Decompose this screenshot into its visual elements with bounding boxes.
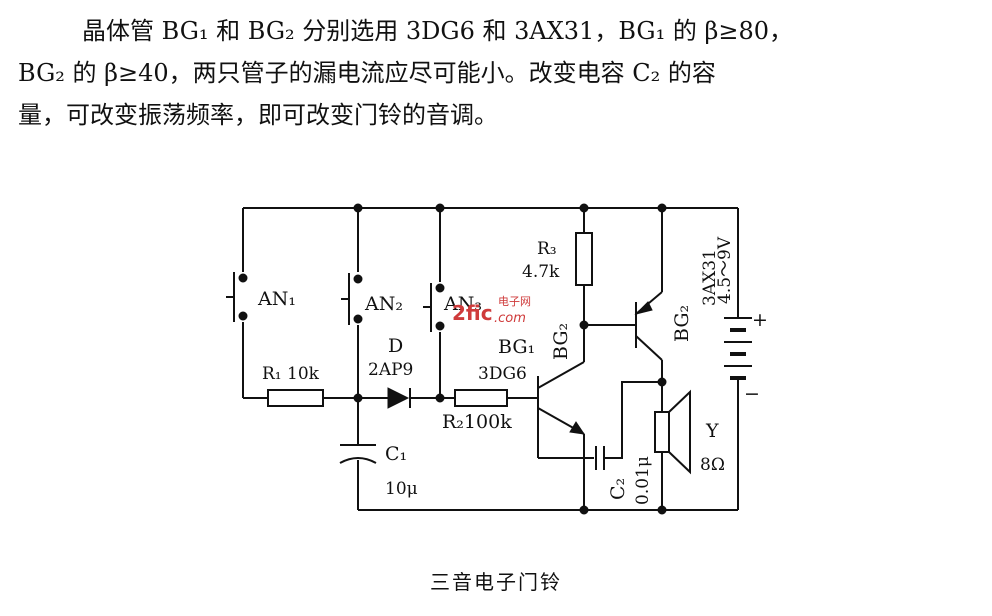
battery-plus-label: + bbox=[752, 309, 768, 331]
junction-dot bbox=[579, 505, 589, 515]
watermark-top: 电子网 bbox=[498, 295, 531, 308]
watermark-main: 2fic bbox=[452, 301, 493, 325]
junction-dot bbox=[435, 203, 445, 213]
speaker-value-label: 8Ω bbox=[700, 455, 725, 475]
watermark-bottom: .com bbox=[494, 311, 526, 326]
battery-voltage-label: 4.5～9V bbox=[715, 236, 735, 304]
c1-name-label: C₁ bbox=[385, 443, 407, 465]
bg1-rotated-label: BG₂ bbox=[550, 323, 572, 360]
c2-wire-right bbox=[604, 381, 662, 459]
switch-an1 bbox=[226, 208, 248, 398]
resistor-r2 bbox=[454, 389, 508, 407]
an3-label: AN₃ bbox=[443, 293, 482, 315]
figure-caption: 三音电子门铃 bbox=[430, 570, 562, 594]
c2-name-label: C₂ bbox=[607, 478, 629, 500]
c2-value-label: 0.01μ bbox=[633, 456, 653, 505]
bg2-name-label: BG₂ bbox=[671, 305, 693, 342]
c1-value-label: 10μ bbox=[385, 479, 418, 499]
battery bbox=[724, 317, 752, 380]
diode-name-label: D bbox=[388, 335, 403, 357]
r3-value-label: 4.7k bbox=[522, 262, 560, 282]
resistor-r3 bbox=[575, 232, 593, 286]
r3-name-label: R₃ bbox=[537, 239, 557, 259]
bg1-part-label: 3DG6 bbox=[478, 364, 527, 384]
bg1-name-label: BG₁ bbox=[498, 336, 535, 358]
battery-minus-label: − bbox=[744, 383, 760, 405]
speaker-y bbox=[654, 389, 691, 475]
junction-dot bbox=[657, 505, 667, 515]
resistor-r1 bbox=[267, 389, 324, 407]
an1-label: AN₁ bbox=[257, 288, 296, 310]
diode-d bbox=[387, 387, 411, 409]
description-line-3: 量，可改变振荡频率，即可改变门铃的音调。 bbox=[18, 101, 498, 129]
r2-label: R₂100k bbox=[442, 411, 512, 433]
switch-an2 bbox=[341, 208, 363, 445]
capacitor-c2 bbox=[595, 446, 605, 470]
description-line-2: BG₂ 的 β≥40，两只管子的漏电流应尽可能小。改变电容 C₂ 的容 bbox=[18, 59, 716, 87]
capacitor-c1 bbox=[339, 444, 377, 510]
diode-part-label: 2AP9 bbox=[368, 360, 413, 380]
transistor-bg2 bbox=[634, 208, 663, 382]
speaker-name-label: Y bbox=[705, 420, 719, 442]
junction-dot bbox=[579, 203, 589, 213]
r1-label: R₁ 10k bbox=[262, 364, 320, 384]
transistor-bg1 bbox=[537, 325, 586, 510]
an2-label: AN₂ bbox=[364, 293, 403, 315]
junction-dot bbox=[353, 203, 363, 213]
description-line-1: 晶体管 BG₁ 和 BG₂ 分别选用 3DG6 和 3AX31，BG₁ 的 β≥… bbox=[82, 17, 793, 45]
bg2-part-label: 3AX31 bbox=[700, 249, 720, 306]
switch-an3 bbox=[423, 208, 445, 398]
description-text: 晶体管 BG₁ 和 BG₂ 分别选用 3DG6 和 3AX31，BG₁ 的 β≥… bbox=[18, 10, 978, 136]
junction-dot bbox=[657, 203, 667, 213]
